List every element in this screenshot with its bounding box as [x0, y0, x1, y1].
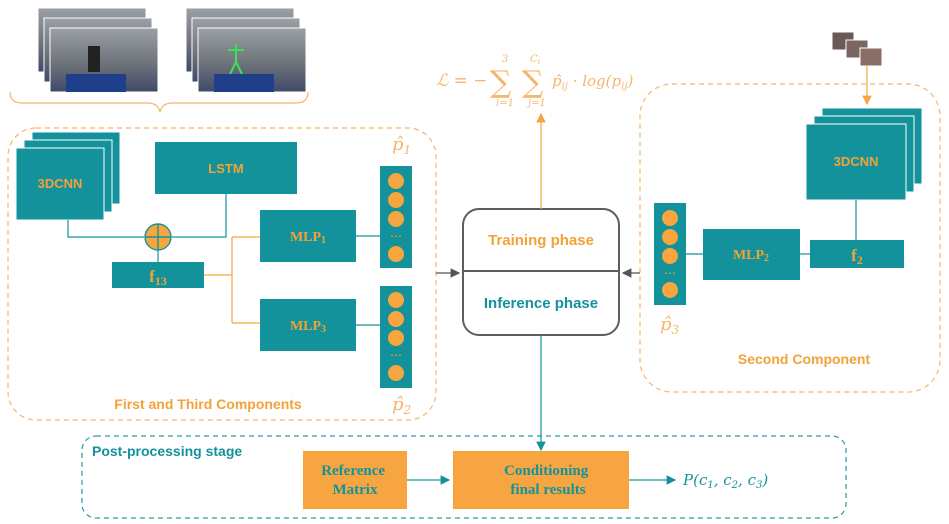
p1-label: p̂1: [392, 134, 411, 157]
first-third-title: First and Third Components: [114, 396, 302, 412]
input-frames-left: [37, 7, 159, 93]
post-title: Post-processing stage: [92, 443, 242, 459]
p2-output-vector: ⋯: [380, 286, 412, 388]
inference-phase-label: Inference phase: [484, 295, 598, 312]
mlp3-label: MLP3: [290, 319, 326, 335]
input-brace: [9, 91, 309, 113]
cnn-label-left: 3DCNN: [38, 176, 83, 191]
conditioning-block: [453, 451, 629, 509]
reference-matrix-block: [303, 451, 407, 509]
p2-label: p̂2: [392, 394, 411, 417]
input-frames-right: [831, 31, 883, 67]
mlp2-label: MLP2: [733, 248, 769, 264]
reference-matrix-label: Reference Matrix: [321, 463, 389, 498]
cnn-block-left: 3DCNN: [15, 131, 121, 221]
input-frames-skeleton: [185, 7, 307, 93]
conditioning-label: Conditioning final results: [504, 463, 592, 498]
loss-formula: ℒ = − ∑ 3 i=1 ∑ Ci j=1 p̂ij · log(pij): [436, 54, 633, 109]
p3-output-vector: ⋯: [654, 203, 686, 305]
f13-branch-lines: [204, 236, 260, 324]
f13-block: [112, 262, 204, 288]
first-third-container: [7, 127, 437, 421]
mlp1-block: [260, 210, 356, 262]
second-container: [639, 83, 941, 393]
p2-ellipsis: ⋯: [390, 348, 402, 362]
cnn-block-right: 3DCNN: [805, 107, 923, 201]
mlp3-block: [260, 299, 356, 351]
sum2-bottom: j=1: [526, 98, 546, 109]
mlp2-block: [703, 229, 800, 280]
cnn-to-fusion-line: [67, 220, 144, 238]
f2-label: f2: [851, 246, 863, 267]
lstm-block: [155, 142, 297, 194]
training-phase-label: Training phase: [488, 232, 594, 249]
sum1-top: 3: [502, 54, 508, 65]
svg-text:∑: ∑: [490, 65, 512, 100]
lstm-label: LSTM: [208, 161, 243, 176]
second-title: Second Component: [738, 351, 871, 367]
p3-ellipsis: ⋯: [664, 266, 676, 280]
loss-rhs: p̂ij · log(pij): [552, 72, 633, 92]
p1-output-vector: ⋯: [380, 166, 412, 268]
cnn-label-right: 3DCNN: [834, 154, 879, 169]
sum2-top: Ci: [530, 54, 540, 66]
loss-lhs: ℒ = −: [436, 71, 488, 91]
p3-label: p̂3: [660, 314, 680, 337]
output-probability: P(c1, c2, c3): [682, 471, 768, 491]
sum1-bottom: i=1: [496, 98, 514, 109]
post-container: [81, 435, 847, 519]
fusion-operator-icon: [144, 223, 172, 251]
mlp1-label: MLP1: [290, 230, 326, 246]
f2-block: [810, 240, 904, 268]
p1-ellipsis: ⋯: [390, 229, 402, 243]
lstm-to-fusion-line: [172, 194, 227, 238]
f13-label: f13: [149, 267, 167, 288]
svg-text:∑: ∑: [522, 65, 544, 100]
